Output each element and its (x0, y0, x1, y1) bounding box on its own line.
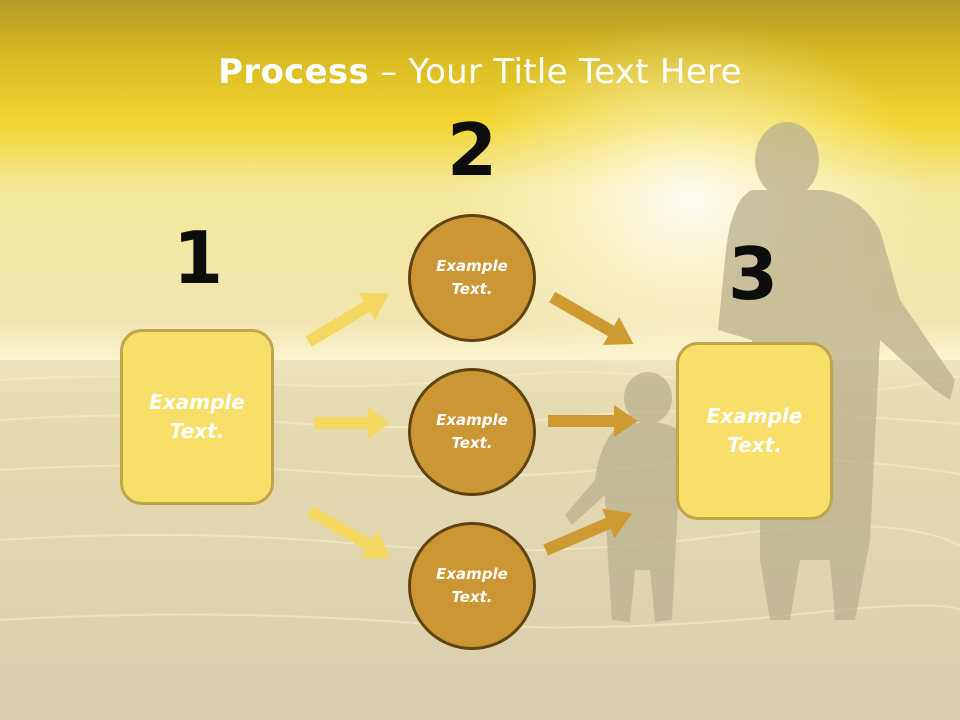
arrow-to-circle-top (305, 292, 390, 347)
circle-bottom[interactable]: Example Text. (408, 522, 536, 650)
right-text-box[interactable]: Example Text. (676, 342, 833, 520)
arrow-from-circle-mid (548, 405, 638, 437)
slide-title: Process – Your Title Text Here (0, 52, 960, 92)
circle-top[interactable]: Example Text. (408, 214, 536, 342)
circle-top-label: Example Text. (436, 257, 508, 298)
step-number-1: 1 (172, 216, 224, 300)
left-text-box[interactable]: Example Text. (120, 329, 274, 505)
step-number-3: 3 (727, 232, 779, 316)
circle-bottom-label: Example Text. (436, 565, 508, 606)
right-text-box-label: Example Text. (706, 404, 803, 457)
left-text-box-label: Example Text. (149, 390, 245, 443)
arrow-from-circle-bot (543, 508, 633, 556)
arrow-to-circle-bot (307, 505, 392, 559)
slide-title-bold: Process (218, 52, 370, 92)
step-number-2: 2 (446, 108, 498, 192)
circle-middle[interactable]: Example Text. (408, 368, 536, 496)
slide-title-rest: – Your Title Text Here (369, 52, 742, 92)
arrow-from-circle-top (549, 291, 634, 345)
circle-middle-label: Example Text. (436, 411, 508, 452)
arrow-to-circle-mid (314, 407, 390, 439)
